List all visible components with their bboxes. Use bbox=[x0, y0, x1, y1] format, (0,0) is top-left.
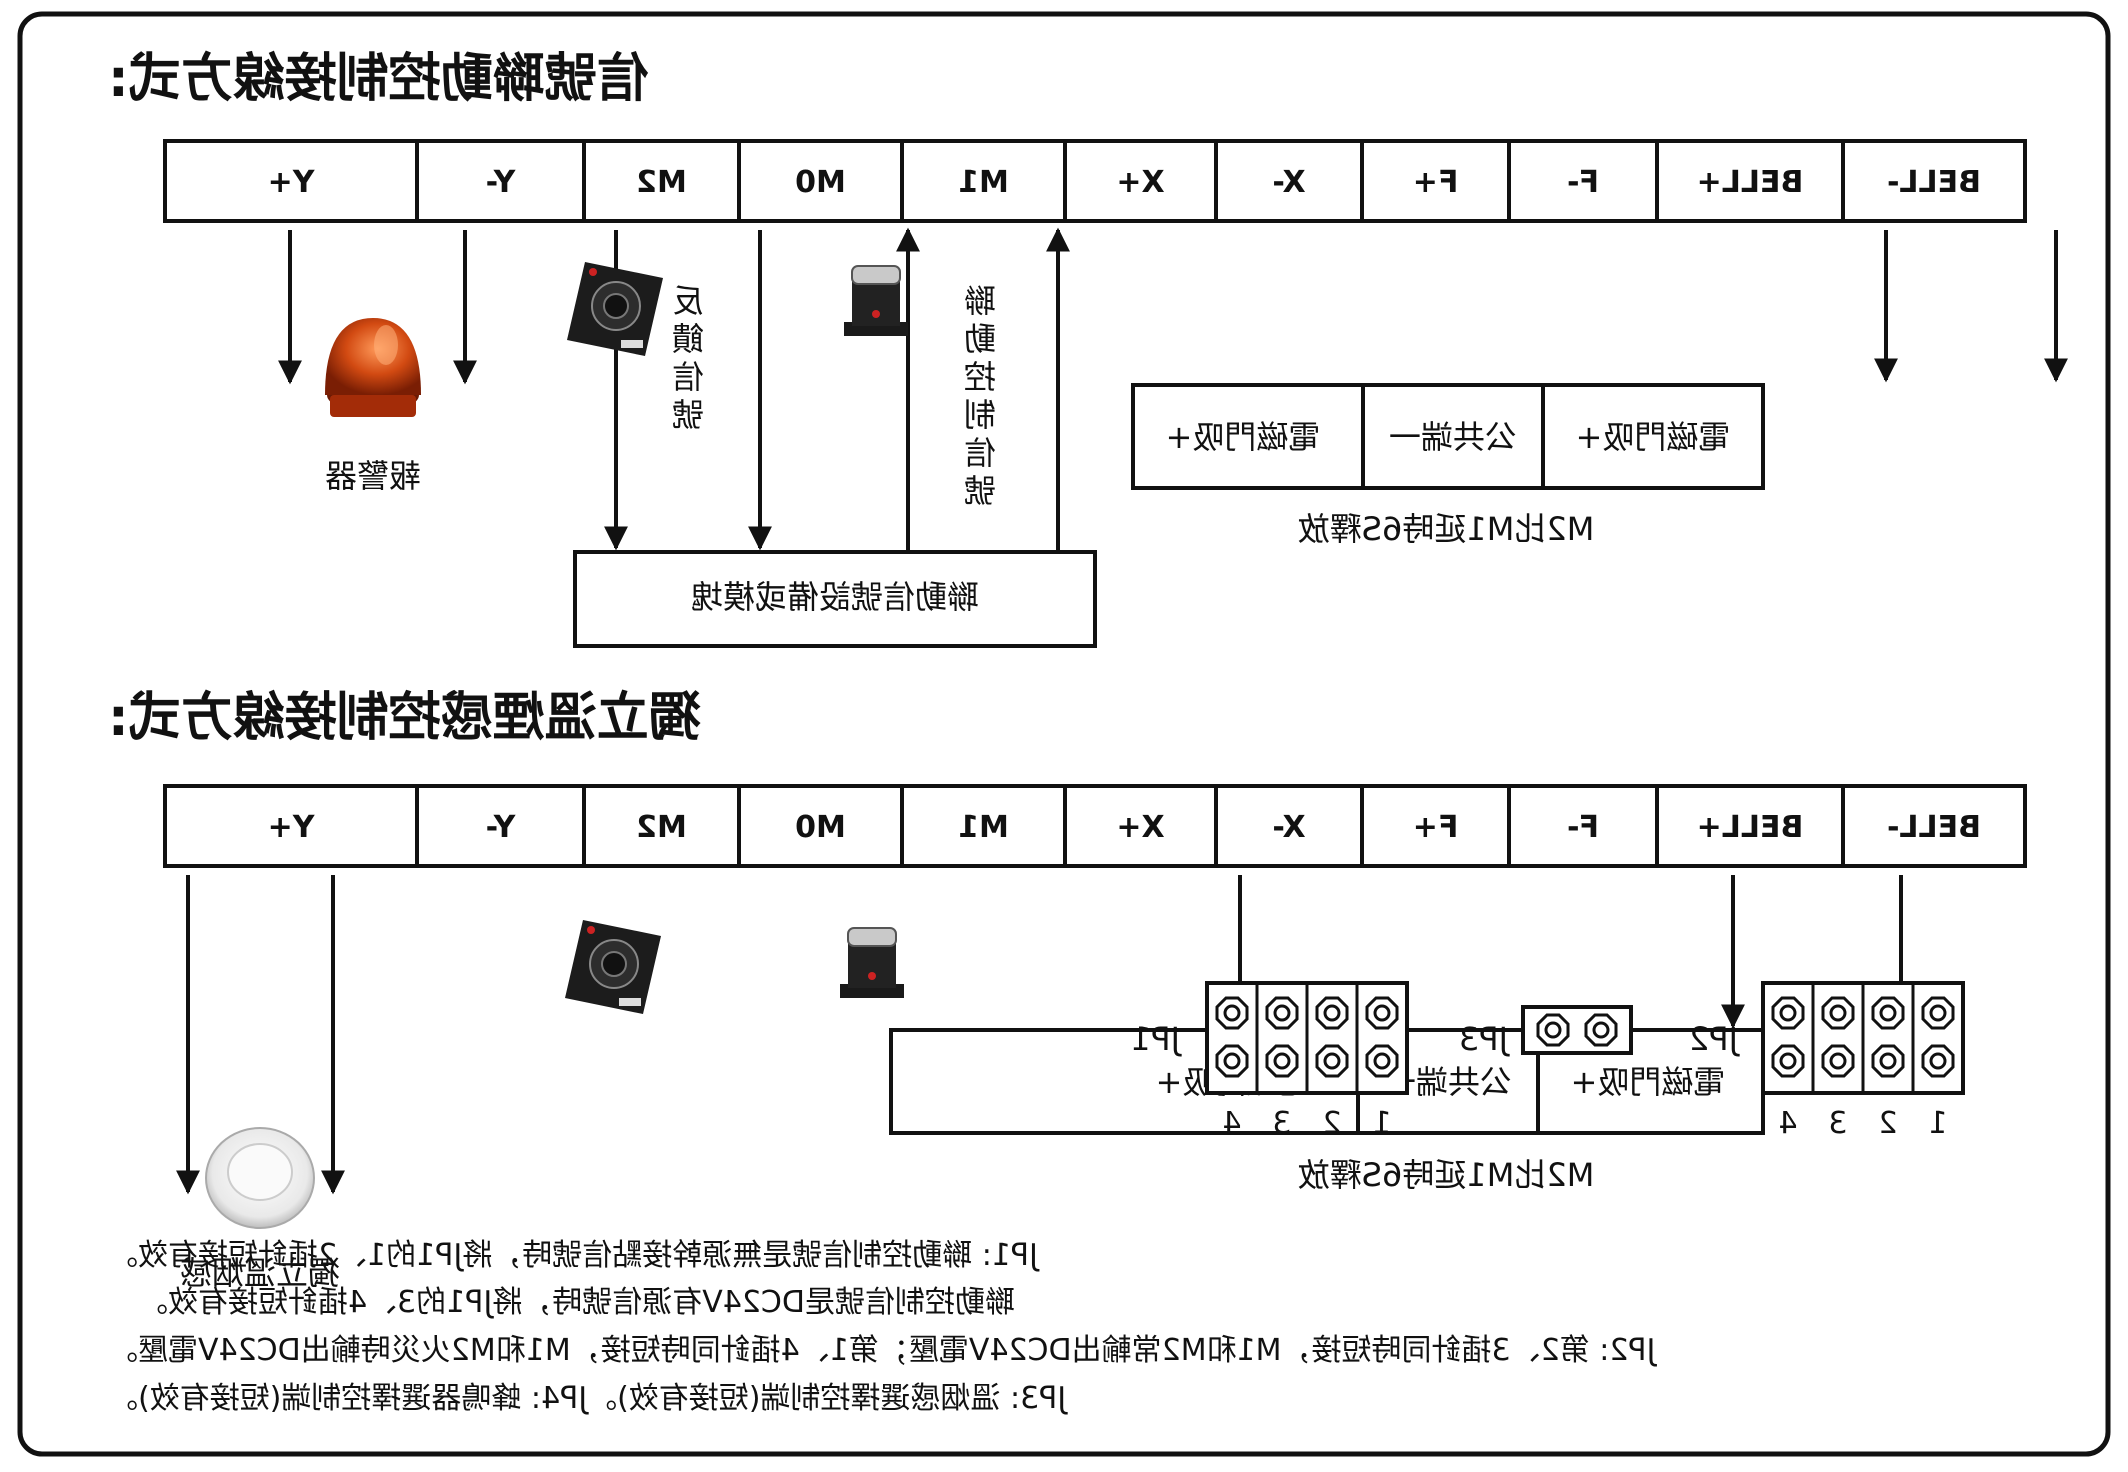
detector-label: 獨立溫烟感 bbox=[180, 1254, 340, 1292]
s2-terminal-f-minus: F- bbox=[1567, 810, 1599, 845]
alarm-icon bbox=[325, 318, 421, 417]
jp2-pin-4: 4 bbox=[1778, 1106, 1797, 1141]
linkage-signal-label: 聯動控制信號 bbox=[964, 282, 996, 510]
s1-terminal-m2: M2 bbox=[636, 165, 687, 200]
electromagnet-cylinder-icon bbox=[844, 265, 908, 336]
s2-terminal-bell-minusplus: BELL+ bbox=[1697, 810, 1804, 845]
jp3-label: JP3 bbox=[1459, 1020, 1510, 1058]
s2-terminal-y-minusplus: Y+ bbox=[268, 810, 316, 845]
note-jp3-jp4: JP3: 溫烟感選擇控制端(短接有效)。JP4: 蜂鳴器選擇控制端(短接有效)。 bbox=[108, 1381, 1068, 1416]
s1-terminal-y-minus: Y- bbox=[486, 165, 517, 200]
s1-terminal-bell-minus: BELL- bbox=[1887, 165, 1981, 200]
note-jp1-b: 聯動控制信號是DC24V有源信號時，將JP1的3、4插針短接有效。 bbox=[138, 1285, 1015, 1320]
s2-lock-label-m2: 電磁門吸+ bbox=[1571, 1063, 1726, 1101]
s2-terminal-m0: M0 bbox=[795, 810, 846, 845]
s1-terminal-y-minusplus: Y+ bbox=[268, 165, 316, 200]
lock-label-m1: 電磁門吸+ bbox=[1166, 418, 1321, 456]
section2-terminal-strip: BELL- BELL+ F- F+ X- X+ M1 M0 M2 Y- Y+ bbox=[163, 784, 2027, 868]
door-magnet-plate-icon-2 bbox=[565, 920, 661, 1014]
section1-lock-caption: M2比M1延時6S釋放 bbox=[1298, 510, 1595, 548]
section2-title: 獨立溫煙感控制接線方式: bbox=[108, 688, 701, 748]
note-jp1-a: JP1: 聯動控制信號是無源幹接點信號時，將JP1的1、2插針短接有效。 bbox=[108, 1238, 1040, 1273]
alarm-label: 報警器 bbox=[325, 457, 421, 495]
door-magnet-plate-icon bbox=[567, 262, 663, 356]
feedback-signal-label: 反饋信號 bbox=[672, 282, 704, 434]
s2-terminal-y-minus: Y- bbox=[486, 810, 517, 845]
jp1-label: JP1 bbox=[1131, 1020, 1182, 1058]
linkage-module-label: 聯動信號設備或模塊 bbox=[691, 578, 979, 616]
s1-terminal-x-minus: X- bbox=[1272, 165, 1305, 200]
s2-terminal-x-minus: X- bbox=[1272, 810, 1305, 845]
s2-terminal-x-minusplus: X+ bbox=[1116, 810, 1164, 845]
s1-terminal-x-minusplus: X+ bbox=[1116, 165, 1164, 200]
s1-terminal-f-minus: F- bbox=[1567, 165, 1599, 200]
s1-terminal-f-minusplus: F+ bbox=[1413, 165, 1459, 200]
note-jp2: JP2: 第2、3插針同時短接，M1和M2常輸出DC24V電壓；第1、4插針同時… bbox=[108, 1333, 1657, 1368]
electromagnet-cylinder-icon-2 bbox=[840, 927, 904, 998]
outer-frame bbox=[17, 11, 2111, 1457]
section1-title: 信號聯動控制接線方式: bbox=[108, 49, 649, 109]
jp1-pin-4: 4 bbox=[1222, 1106, 1241, 1141]
jp1-pin-3: 3 bbox=[1272, 1106, 1291, 1141]
jp1-pin-1: 1 bbox=[1372, 1106, 1391, 1141]
section1-terminal-strip: BELL- BELL+ F- F+ X- X+ M1 M0 M2 Y- Y+ bbox=[163, 139, 2027, 223]
s1-terminal-bell-minusplus: BELL+ bbox=[1697, 165, 1804, 200]
smoke-detector-icon bbox=[205, 1127, 315, 1229]
s2-terminal-m1: M1 bbox=[958, 810, 1009, 845]
jp2-pin-3: 3 bbox=[1828, 1106, 1847, 1141]
jp2-label: JP2 bbox=[1689, 1020, 1740, 1058]
s2-terminal-m2: M2 bbox=[636, 810, 687, 845]
linkage-module-box bbox=[573, 550, 1097, 648]
jp2-pin-1: 1 bbox=[1928, 1106, 1947, 1141]
lock-label-m2: 電磁門吸+ bbox=[1576, 418, 1731, 456]
s1-terminal-m1: M1 bbox=[958, 165, 1009, 200]
section1-lock-box bbox=[1131, 383, 1765, 490]
lock-label-common: 公共端一 bbox=[1389, 418, 1517, 456]
s1-terminal-m0: M0 bbox=[795, 165, 846, 200]
jp2-pin-2: 2 bbox=[1878, 1106, 1897, 1141]
section2-lock-caption: M2比M1延時6S釋放 bbox=[1298, 1156, 1595, 1194]
s2-terminal-bell-minus: BELL- bbox=[1887, 810, 1981, 845]
jp1-pin-2: 2 bbox=[1322, 1106, 1341, 1141]
s2-terminal-f-minusplus: F+ bbox=[1413, 810, 1459, 845]
notes: JP1: 聯動控制信號是無源幹接點信號時，將JP1的1、2插針短接有效。 聯動控… bbox=[108, 1238, 1657, 1416]
